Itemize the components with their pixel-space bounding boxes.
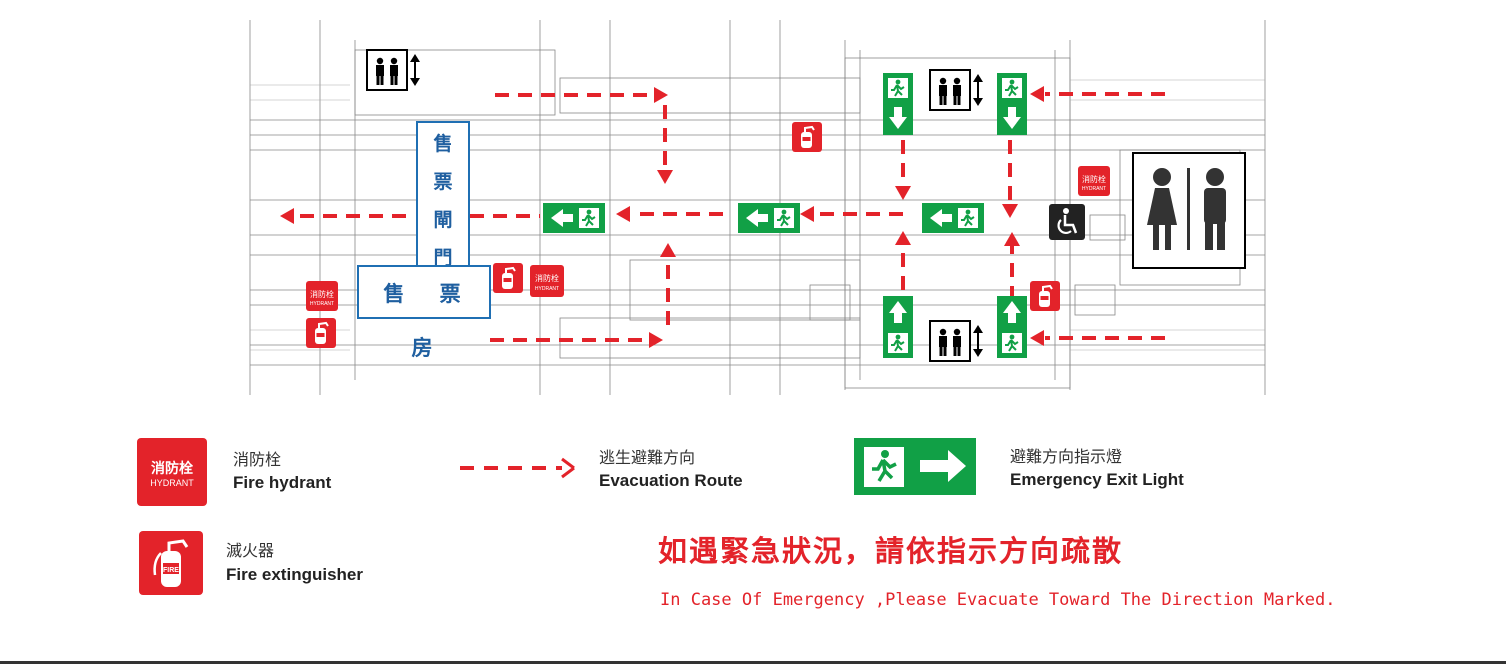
ticket-office-label: 售 票 房	[357, 265, 491, 360]
exit-sign-6	[882, 295, 914, 359]
gate-char: 票	[433, 171, 453, 193]
route-legend-icon	[460, 457, 575, 479]
restroom-icon	[1132, 152, 1246, 269]
extinguisher-legend-en: Fire extinguisher	[226, 565, 363, 584]
floor-plan: 消防栓 HYDRANT 消防栓 HYDRANT 消防栓 HYDRANT	[249, 20, 1266, 395]
hydrant-icon-en: HYDRANT	[150, 478, 194, 488]
ticket-gate-label: 售 票 閘 門	[416, 121, 470, 269]
exit-light-legend-zh: 避難方向指示燈	[1010, 447, 1123, 466]
hydrant-label-en: HYDRANT	[535, 286, 559, 292]
exit-sign-2	[737, 202, 801, 234]
exit-sign-4	[882, 72, 914, 136]
hydrant-legend-zh: 消防栓	[233, 450, 282, 469]
emergency-notice-en: In Case Of Emergency ,Please Evacuate To…	[660, 590, 1336, 610]
route-legend-zh: 逃生避難方向	[599, 448, 696, 467]
exit-sign-5	[996, 72, 1028, 136]
hydrant-label-zh: 消防栓	[535, 273, 559, 283]
accessible-icon	[1049, 204, 1085, 240]
hydrant-legend-icon: 消防栓 HYDRANT	[137, 438, 207, 506]
exit-sign-3	[921, 202, 985, 234]
extinguisher-icon-text: FIRE	[163, 567, 179, 574]
extinguisher-legend-zh: 滅火器	[226, 541, 275, 560]
gate-char: 售	[433, 133, 453, 155]
bottom-divider	[0, 661, 1506, 664]
exit-light-legend-icon	[854, 438, 976, 495]
gate-char: 門	[433, 247, 453, 269]
hydrant-legend-en: Fire hydrant	[233, 473, 332, 492]
hydrant-label-en: HYDRANT	[310, 301, 334, 307]
emergency-notice-zh: 如遇緊急狀況，請依指示方向疏散	[658, 534, 1124, 568]
exit-light-legend-en: Emergency Exit Light	[1010, 470, 1184, 489]
exit-sign-7	[996, 295, 1028, 359]
hydrant-label-zh: 消防栓	[310, 289, 334, 299]
route-legend-en: Evacuation Route	[599, 471, 743, 490]
hydrant-label-en: HYDRANT	[1082, 186, 1106, 192]
extinguisher-legend-icon: FIRE	[139, 531, 203, 595]
hydrant-icon-zh: 消防栓	[151, 461, 193, 477]
gate-char: 閘	[433, 209, 453, 231]
exit-sign-1	[542, 202, 606, 234]
hydrant-label-zh: 消防栓	[1082, 174, 1106, 184]
